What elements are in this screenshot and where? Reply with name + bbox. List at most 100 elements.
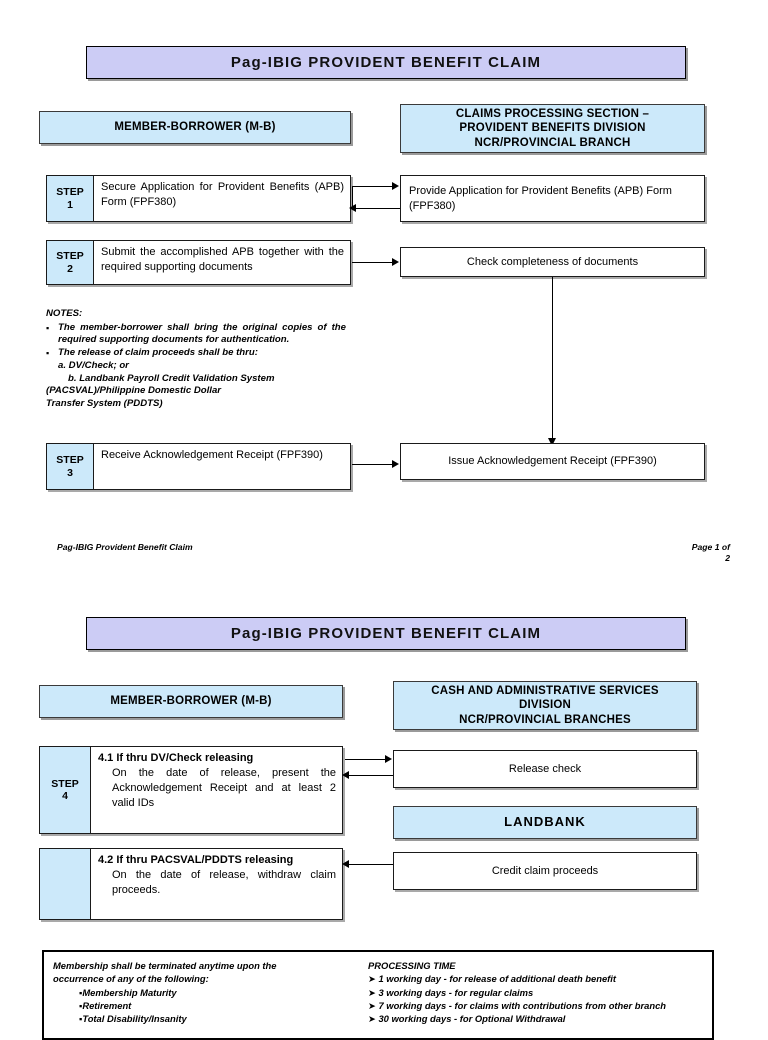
step-4-arrow-left-line: [348, 775, 393, 776]
chevron-right-icon: ➤: [368, 973, 376, 985]
step-1-office-box: Provide Application for Provident Benefi…: [400, 175, 705, 222]
page1-title-banner: Pag-IBIG PROVIDENT BENEFIT CLAIM: [86, 46, 686, 79]
notes-item-1: ▪ The member-borrower shall bring the or…: [46, 322, 346, 347]
processing-item: ➤ 7 working days - for claims with contr…: [368, 999, 708, 1012]
flow-down-head: [548, 438, 556, 446]
step-4-sub1-text: On the date of release, present the Ackn…: [112, 766, 336, 809]
page1-footer-right: Page 1 of 2: [630, 542, 730, 564]
step-1-tag-word: STEP: [56, 186, 84, 199]
cash-line-2: DIVISION: [518, 699, 572, 712]
step-4-tag: STEP 4: [40, 747, 91, 833]
step-4-credit-claim-box: Credit claim proceeds: [393, 852, 697, 890]
step-2-tag-number: 2: [67, 262, 73, 275]
step-1-arrow-left-head: [349, 204, 356, 212]
notes-bullet-icon-2: ▪: [46, 347, 50, 358]
cash-line-1: CASH AND ADMINISTRATIVE SERVICES: [431, 684, 659, 697]
step-4-arrow-left-head: [342, 771, 349, 779]
summary-box: Membership shall be terminated anytime u…: [42, 950, 714, 1040]
step-3-arrow-line: [352, 464, 393, 465]
step-2-tag: STEP 2: [47, 241, 94, 284]
page2-actor-cash-admin-services: CASH AND ADMINISTRATIVE SERVICES DIVISIO…: [393, 681, 697, 730]
step-4-sub2-arrow-line: [348, 864, 393, 865]
step-3-member-text: Receive Acknowledgement Receipt (FPF390): [101, 449, 323, 461]
step-4-sub2-heading: 4.2 If thru PACSVAL/PDDTS releasing: [98, 854, 294, 866]
page1-footer-page-label: Page 1 of: [691, 542, 730, 552]
step-4-tag-number: 4: [62, 790, 68, 802]
chevron-right-icon: ➤: [368, 1000, 376, 1012]
termination-item: ▪Total Disability/Insanity: [53, 1012, 360, 1025]
step-1-member-row: STEP 1 Secure Application for Provident …: [46, 175, 351, 222]
notes-item-2-text: The release of claim proceeds shall be t…: [58, 346, 258, 358]
step-4-sub2-arrow-head: [342, 860, 349, 868]
step-4-sub2-body: 4.2 If thru PACSVAL/PDDTS releasing On t…: [91, 849, 342, 919]
page2-actor-member-borrower: MEMBER-BORROWER (M-B): [39, 685, 343, 718]
step-1-arrow-left-line: [355, 208, 400, 209]
step-2-arrow-line: [352, 262, 393, 263]
step-3-member-row: STEP 3 Receive Acknowledgement Receipt (…: [46, 443, 351, 490]
step-4-sub1-row: STEP 4 4.1 If thru DV/Check releasing On…: [39, 746, 343, 834]
notes-item-2c: (PACSVAL)/Philippine Domestic Dollar: [46, 385, 222, 397]
step-1-member-text: Secure Application for Provident Benefit…: [101, 181, 344, 208]
step-4-sub1-heading: 4.1 If thru DV/Check releasing: [98, 752, 254, 764]
page2-actor-landbank: LANDBANK: [393, 806, 697, 839]
step-3-tag: STEP 3: [47, 444, 94, 489]
page1-notes: NOTES: ▪ The member-borrower shall bring…: [46, 308, 346, 411]
step-1-arrow-right-stub: [352, 186, 353, 208]
page1-footer-page-number: 2: [725, 553, 730, 564]
notes-title: NOTES:: [46, 308, 83, 319]
page1-actor-claims-processing-section: CLAIMS PROCESSING SECTION – PROVIDENT BE…: [400, 104, 705, 153]
processing-item: ➤ 3 working days - for regular claims: [368, 986, 708, 999]
flow-down-line: [552, 277, 553, 442]
step-4-sub2-tag-spacer: [40, 849, 91, 919]
page1-actor-member-borrower: MEMBER-BORROWER (M-B): [39, 111, 351, 144]
page1-footer-left: Pag-IBIG Provident Benefit Claim: [57, 542, 193, 552]
notes-item-2b: b. Landbank Payroll Credit Validation Sy…: [68, 372, 275, 384]
claims-line-1: CLAIMS PROCESSING SECTION –: [455, 107, 650, 120]
claims-line-3: NCR/PROVINCIAL BRANCH: [474, 136, 631, 149]
processing-item-text: 3 working days - for regular claims: [378, 986, 534, 998]
step-3-office-box: Issue Acknowledgement Receipt (FPF390): [400, 443, 705, 480]
notes-item-2d: Transfer System (PDDTS): [46, 397, 163, 409]
summary-termination-column: Membership shall be terminated anytime u…: [44, 952, 364, 1038]
step-1-arrow-right-line: [352, 186, 393, 187]
chevron-right-icon: ➤: [368, 1013, 376, 1025]
claims-line-2: PROVIDENT BENEFITS DIVISION: [459, 122, 646, 135]
page2-title-banner: Pag-IBIG PROVIDENT BENEFIT CLAIM: [86, 617, 686, 650]
termination-item-text: Total Disability/Insanity: [82, 1013, 187, 1025]
notes-item-1-text: The member-borrower shall bring the orig…: [58, 321, 346, 346]
processing-item-text: 1 working day - for release of additiona…: [378, 973, 617, 985]
step-1-arrow-right-head: [392, 182, 399, 190]
step-1-tag: STEP 1: [47, 176, 94, 221]
step-1-tag-number: 1: [67, 198, 73, 211]
termination-item: ▪Membership Maturity: [53, 986, 360, 999]
processing-time-head: PROCESSING TIME: [368, 960, 456, 971]
termination-head-line-1: Membership shall be terminated anytime u…: [53, 960, 277, 971]
chevron-right-icon: ➤: [368, 986, 376, 998]
step-4-arrow-right-head: [385, 755, 392, 763]
step-2-office-box: Check completeness of documents: [400, 247, 705, 277]
notes-item-2a: a. DV/Check; or: [58, 360, 129, 372]
summary-processing-column: PROCESSING TIME ➤ 1 working day - for re…: [364, 952, 712, 1038]
termination-bullet-icon: ▪: [79, 1013, 83, 1025]
termination-item-text: Retirement: [82, 1000, 132, 1012]
processing-item-text: 30 working days - for Optional Withdrawa…: [378, 1013, 566, 1025]
termination-item: ▪Retirement: [53, 999, 360, 1012]
notes-bullet-icon: ▪: [46, 322, 50, 333]
processing-item: ➤ 1 working day - for release of additio…: [368, 972, 708, 985]
termination-head-line-2: occurrence of any of the following:: [53, 973, 209, 985]
cash-line-3: NCR/PROVINCIAL BRANCHES: [459, 713, 631, 726]
step-3-arrow-head: [392, 460, 399, 468]
step-4-arrow-right-line: [345, 759, 386, 760]
step-4-tag-word: STEP: [51, 777, 79, 790]
step-2-member-row: STEP 2 Submit the accomplished APB toget…: [46, 240, 351, 285]
step-3-tag-word: STEP: [56, 454, 84, 467]
termination-bullet-icon: ▪: [79, 986, 83, 998]
step-4-sub2-text: On the date of release, withdraw claim p…: [112, 868, 336, 896]
step-4-sub2-row: 4.2 If thru PACSVAL/PDDTS releasing On t…: [39, 848, 343, 920]
processing-item: ➤ 30 working days - for Optional Withdra…: [368, 1012, 708, 1025]
notes-item-2: ▪ The release of claim proceeds shall be…: [46, 347, 346, 360]
termination-item-text: Membership Maturity: [82, 986, 177, 998]
processing-item-text: 7 working days - for claims with contrib…: [378, 1000, 667, 1012]
step-2-tag-word: STEP: [56, 250, 84, 263]
step-2-member-text: Submit the accomplished APB together wit…: [101, 246, 344, 273]
